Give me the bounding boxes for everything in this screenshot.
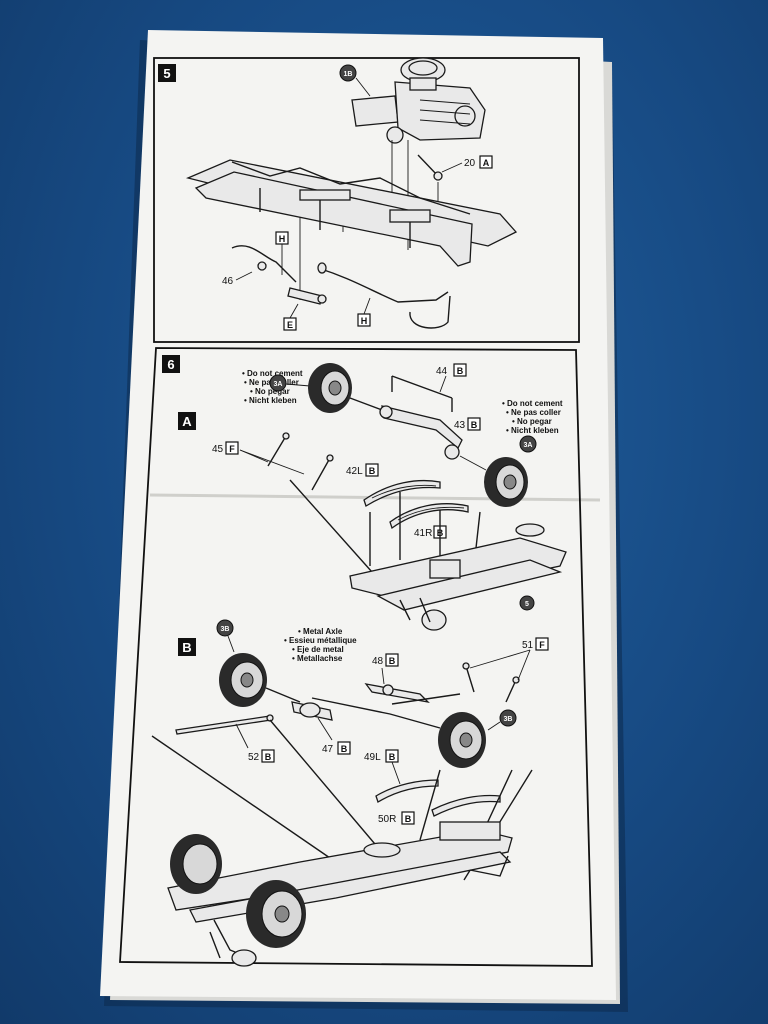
callout-48-letter: B <box>389 656 396 666</box>
callout-41r-number: 41R <box>414 528 432 539</box>
callout-h-letter-1: H <box>279 234 286 244</box>
note-left-line-1: • Do not cement <box>242 369 303 378</box>
badge-3b-left: 3B <box>221 626 230 633</box>
step-6-frame <box>119 347 593 967</box>
note-metal-axle: • Metal Axle • Essieu métallique • Eje d… <box>284 627 357 663</box>
step-6-number-box <box>162 355 180 373</box>
callout-52-box <box>261 749 275 763</box>
substep-b-label: B <box>182 640 191 655</box>
wheel-a-right-drawing <box>484 457 528 507</box>
badge-3b-right: 3B <box>504 716 513 723</box>
part-20-drawing <box>417 154 443 181</box>
note-left-line-4: • Nicht kleben <box>244 396 297 405</box>
callout-20-letter: A <box>483 158 490 168</box>
callout-42l-number: 42L <box>346 466 363 477</box>
callout-h-letter-2: H <box>361 316 368 326</box>
step-6-number: 6 <box>167 357 174 372</box>
callout-45-box <box>225 441 239 455</box>
part-45-tie-rods-drawing <box>239 432 334 491</box>
callout-43-letter: B <box>471 420 478 430</box>
callout-20-number: 20 <box>464 158 476 169</box>
badge-3b-left-circle <box>216 619 234 637</box>
badge-3b-right-circle <box>499 709 517 727</box>
callout-50r-letter: B <box>405 814 412 824</box>
note-axle-line-1: • Metal Axle <box>298 627 343 636</box>
callout-46-number: 46 <box>222 276 234 287</box>
substep-b-box <box>178 638 196 656</box>
leaf-spring-50r-drawing <box>431 794 501 817</box>
note-axle-line-4: • Metallachse <box>292 654 343 663</box>
part-h-exhaust-drawing <box>317 262 451 329</box>
callout-42l-box <box>365 463 379 477</box>
chassis-assembly-a-drawing <box>289 479 567 631</box>
note-right-line-3: • No pegar <box>512 417 552 426</box>
leaf-spring-41r-drawing <box>389 503 469 530</box>
badge-3a-left-circle <box>269 374 287 392</box>
callout-43-box <box>467 417 481 431</box>
chassis-frame-drawing <box>185 159 518 267</box>
substep-a-label: A <box>182 414 192 429</box>
note-axle-line-2: • Essieu métallique <box>284 636 357 645</box>
callout-47-letter: B <box>341 744 348 754</box>
note-right-do-not-cement: • Do not cement • Ne pas coller • No peg… <box>502 399 563 435</box>
badge-5-circle <box>519 595 535 611</box>
wheel-b-right-drawing <box>438 712 486 768</box>
callout-49l-number: 49L <box>364 752 381 763</box>
callout-44-box <box>453 363 467 377</box>
step-5-number-box <box>158 64 176 82</box>
callout-45-number: 45 <box>212 444 224 455</box>
front-axle-a-drawing <box>349 375 463 460</box>
rear-axle-b-drawing <box>265 687 461 729</box>
leaf-spring-49l-drawing <box>375 779 439 803</box>
callout-44-letter: B <box>457 366 464 376</box>
engine-transmission-drawing <box>351 57 486 144</box>
callout-52-letter: B <box>265 752 272 762</box>
badge-1b-circle <box>339 64 357 82</box>
callout-e-letter: E <box>287 320 293 330</box>
callout-42l-letter: B <box>369 466 376 476</box>
note-left-line-3: • No pegar <box>250 387 290 396</box>
note-right-line-1: • Do not cement <box>502 399 563 408</box>
chassis-assembly-b-drawing <box>151 719 533 967</box>
step-5-panel: 5 1B 20 A <box>153 57 580 343</box>
callout-47-box <box>337 741 351 755</box>
part-e-crossmember-drawing <box>287 287 327 305</box>
part-48-axle-drawing <box>364 683 430 704</box>
badge-3a-right-circle <box>519 435 537 453</box>
callout-50r-box <box>401 811 415 825</box>
note-right-line-2: • Ne pas coller <box>506 408 561 417</box>
step-6-panel: 6 A • Do not cement • Ne pas coller • No… <box>119 347 593 967</box>
part-46-drawing <box>231 245 297 283</box>
step-5-number: 5 <box>163 66 170 81</box>
part-51-shocks-drawing <box>462 649 531 703</box>
instruction-paper <box>100 30 616 1000</box>
substep-a-box <box>178 412 196 430</box>
callout-45-letter: F <box>229 444 235 454</box>
badge-5-frame-ref: 5 <box>525 601 529 608</box>
step-5-frame <box>153 57 580 343</box>
callout-20-box <box>479 155 493 169</box>
callout-51-letter: F <box>539 640 545 650</box>
callout-50r-number: 50R <box>378 814 396 825</box>
badge-3a-right: 3A <box>524 442 533 449</box>
badge-3a-left: 3A <box>274 381 283 388</box>
callout-43-number: 43 <box>454 420 466 431</box>
wheel-b-left-drawing <box>219 653 267 707</box>
wheel-a-left-drawing <box>308 363 352 413</box>
callout-47-number: 47 <box>322 744 334 755</box>
callout-52-number: 52 <box>248 752 260 763</box>
callout-49l-letter: B <box>389 752 396 762</box>
part-52-driveshaft-drawing <box>175 714 274 735</box>
leaf-spring-42l-drawing <box>363 479 441 507</box>
badge-1b: 1B <box>344 71 353 78</box>
callout-48-number: 48 <box>372 656 384 667</box>
callout-51-number: 51 <box>522 640 534 651</box>
callout-44-number: 44 <box>436 366 448 377</box>
note-axle-line-3: • Eje de metal <box>292 645 344 654</box>
callout-51-box <box>535 637 549 651</box>
callout-48-box <box>385 653 399 667</box>
note-right-line-4: • Nicht kleben <box>506 426 559 435</box>
